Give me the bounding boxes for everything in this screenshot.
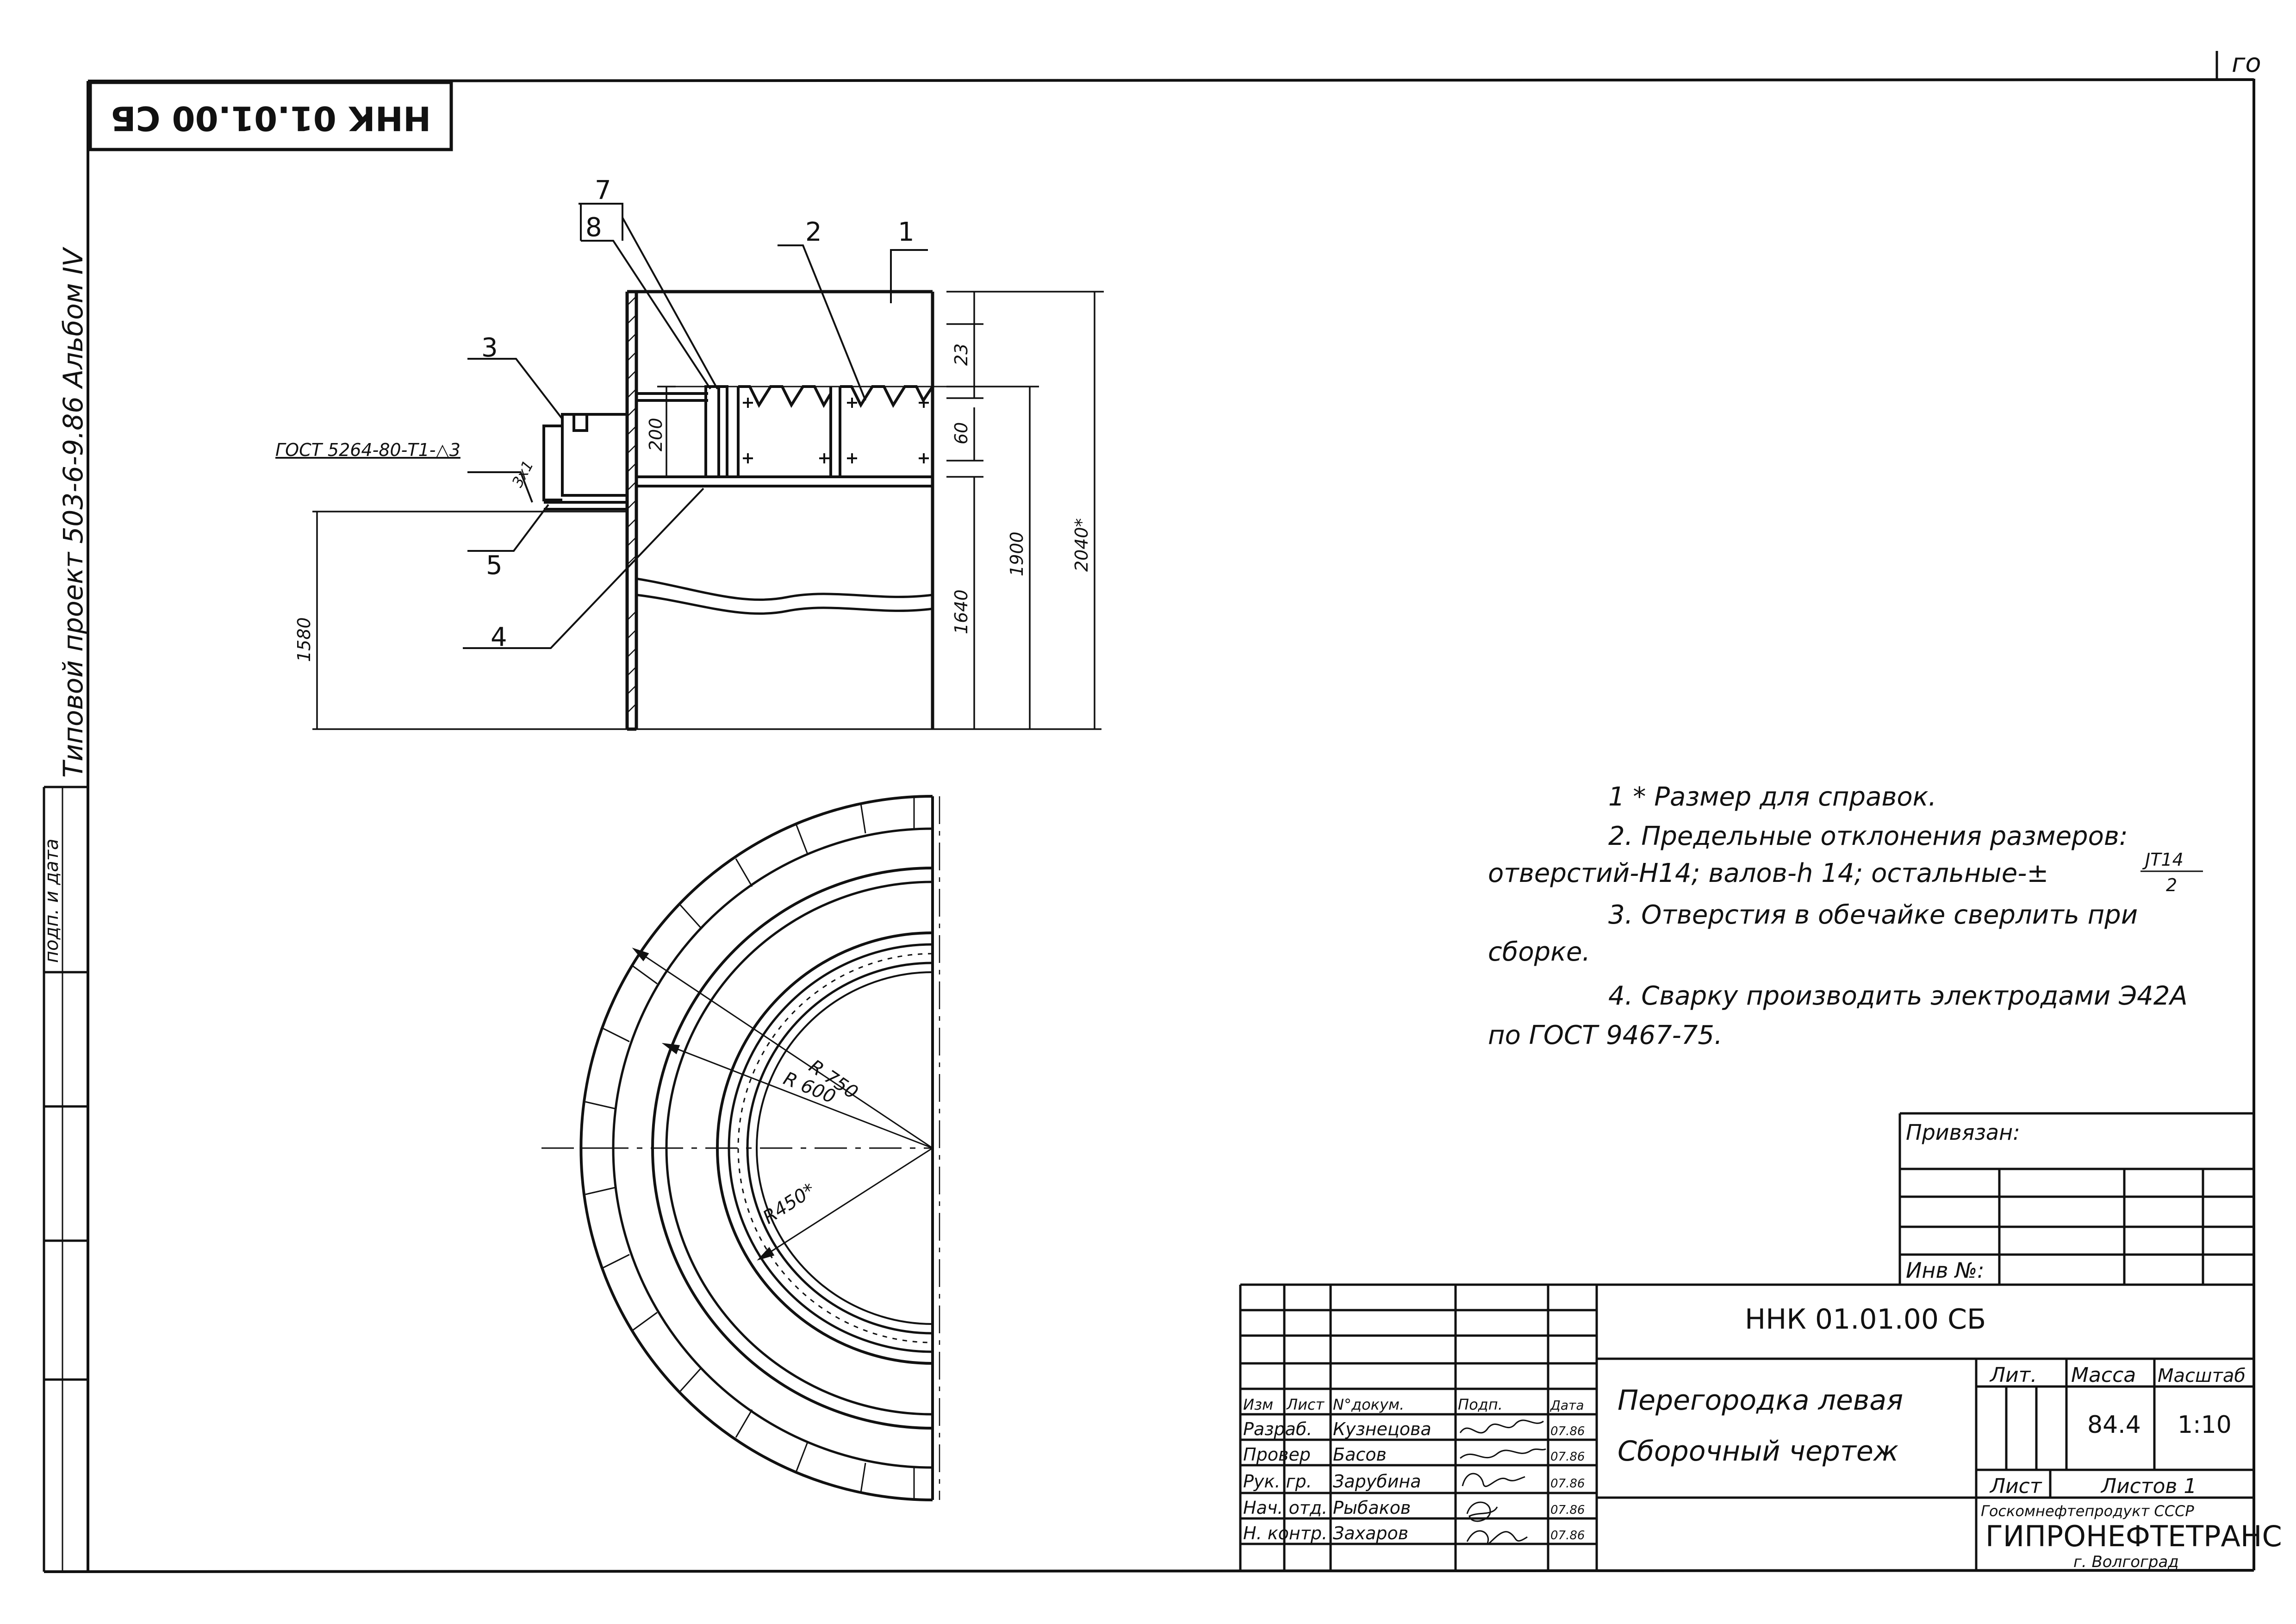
shell-hatch (627, 296, 637, 713)
break-line (636, 577, 933, 615)
note-4-cont: по ГОСТ 9467-75. (1488, 1020, 1723, 1050)
hdr-data: Дата (1549, 1398, 1584, 1413)
section-labels: 7 8 2 1 3 5 4 ГОСТ 5264-80-Т1-△3 3х1 23 … (275, 175, 1092, 662)
hdr-list: Лист (1286, 1396, 1325, 1413)
name-rukgr: Зарубина (1333, 1471, 1421, 1492)
binding-label: Привязан: (1906, 1120, 2020, 1145)
lit-label: Лит. (1989, 1363, 2037, 1387)
side-strip-label: подп. и дата (41, 838, 62, 963)
shell-wall (625, 290, 934, 731)
hdr-izm: Изм (1243, 1396, 1273, 1413)
dim-1900: 1900 (1007, 531, 1027, 576)
org-name: ГИПРОНЕФТЕТРАНС (1985, 1519, 2282, 1553)
note-3: 3. Отверстия в обечайке сверлить при (1608, 900, 2138, 930)
album-label: Типовой проект 503-6-9.86 Альбом IV (57, 246, 89, 778)
title-block-text: ННК 01.01.00 СБ Изм Лист N°докум. Подп. … (1243, 1303, 2282, 1571)
name-nachotd: Рыбаков (1333, 1498, 1411, 1518)
mass-label: Масса (2071, 1363, 2136, 1387)
corner-mark: го (2232, 48, 2261, 78)
dim-200: 200 (646, 418, 666, 451)
date-razrab: 07.86 (1550, 1424, 1585, 1438)
hdr-ndoc: N°докум. (1333, 1396, 1404, 1413)
callout-3: 3 (481, 333, 498, 363)
notes-block: 1 * Размер для справок. 2. Предельные от… (1488, 782, 2203, 1050)
dim-1640: 1640 (951, 589, 971, 634)
scale-value: 1:10 (2178, 1411, 2232, 1439)
dim-23: 23 (951, 344, 971, 366)
name-nkontr: Захаров (1333, 1523, 1408, 1543)
title-block (1239, 1283, 2254, 1572)
role-rukgr: Рук. гр. (1243, 1471, 1312, 1492)
name-prover: Басов (1333, 1444, 1387, 1465)
signatures (1459, 1419, 1546, 1545)
sheets-label: Листов 1 (2100, 1474, 2196, 1498)
note-2-cont: отверстий-Н14; валов-h 14; остальные-± (1488, 858, 2048, 888)
bracket (542, 413, 627, 511)
plan-radius-labels: R 750 R 600 R450* (759, 1056, 862, 1228)
callout-2: 2 (805, 217, 822, 247)
scale-label: Масштаб (2158, 1365, 2246, 1387)
role-razrab: Разраб. (1243, 1419, 1312, 1439)
callout-1: 1 (898, 217, 915, 247)
weld-small: 3х1 (509, 457, 537, 490)
date-nkontr: 07.86 (1550, 1529, 1585, 1543)
plan-view (541, 795, 940, 1501)
role-nachotd: Нач. отд. (1243, 1498, 1327, 1518)
dimension-lines (312, 291, 1104, 730)
dim-60: 60 (951, 422, 971, 444)
role-nkontr: Н. контр. (1243, 1523, 1327, 1543)
note-2-frac-num: JT14 (2142, 849, 2184, 870)
org-top: Госкомнефтепродукт СССР (1981, 1502, 2194, 1520)
callout-5: 5 (486, 550, 503, 581)
dim-2040: 2040* (1071, 518, 1092, 572)
date-rukgr: 07.86 (1550, 1477, 1585, 1491)
binding-table (1898, 1112, 2254, 1285)
note-2: 2. Предельные отклонения размеров: (1608, 821, 2128, 851)
radius-450: R450* (759, 1179, 819, 1228)
role-prover: Провер (1243, 1444, 1311, 1465)
date-nachotd: 07.86 (1550, 1503, 1585, 1517)
note-4: 4. Сварку производить электродами Э42А (1608, 981, 2188, 1011)
date-prover: 07.86 (1550, 1450, 1585, 1464)
title-line2: Сборочный чертеж (1618, 1435, 1898, 1468)
top-stamp-text: ННК 01.01.00 СБ (111, 99, 431, 137)
hdr-podp: Подп. (1458, 1396, 1503, 1413)
org-city: г. Волгоград (2073, 1553, 2179, 1571)
dim-1580: 1580 (294, 617, 314, 662)
callout-7: 7 (595, 175, 611, 206)
note-1: 1 * Размер для справок. (1608, 782, 1936, 812)
side-strip (43, 786, 88, 1572)
top-stamp-box: ННК 01.01.00 СБ (88, 81, 453, 151)
callout-4: 4 (491, 622, 507, 652)
note-3-cont: сборке. (1488, 937, 1590, 967)
doc-code: ННК 01.01.00 СБ (1745, 1303, 1986, 1336)
title-line1: Перегородка левая (1618, 1384, 1903, 1417)
name-razrab: Кузнецова (1333, 1419, 1431, 1439)
callout-8: 8 (585, 212, 602, 243)
inventory-label: Инв №: (1906, 1258, 1985, 1283)
mass-value: 84.4 (2087, 1411, 2141, 1439)
section-view (312, 203, 1104, 731)
partition-plate (636, 392, 933, 487)
weld-symbol: ГОСТ 5264-80-Т1-△3 (275, 440, 460, 460)
baffle-elements (671, 385, 1000, 478)
bolt-marks (743, 398, 929, 463)
note-2-frac-den: 2 (2166, 875, 2177, 895)
callout-leaders (463, 203, 928, 649)
sheet-label: Лист (1989, 1474, 2042, 1498)
